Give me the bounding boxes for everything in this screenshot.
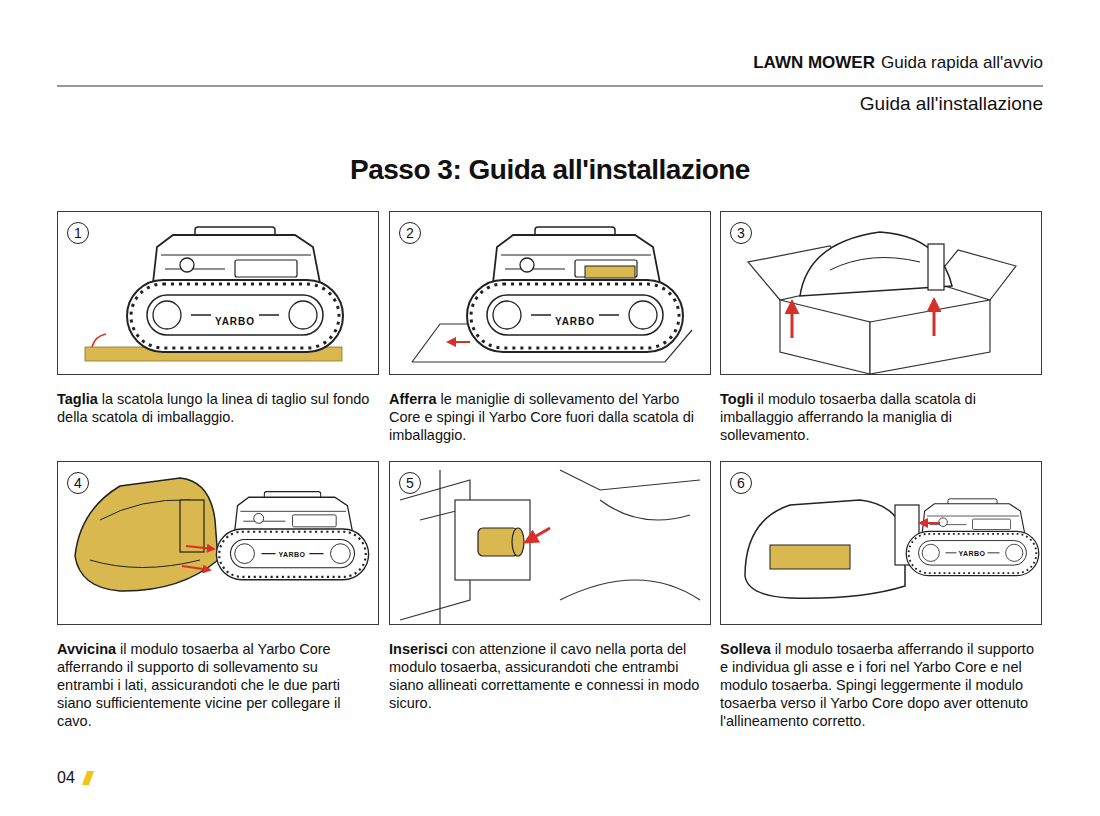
caption: Togliil modulo tosaerba dalla scatola di… <box>720 390 1038 444</box>
callout-number: 1 <box>67 222 89 244</box>
callout-number: 6 <box>730 472 752 494</box>
header-product: LAWN MOWER <box>753 53 875 72</box>
action-word: Avvicina <box>57 641 116 657</box>
callout-number: 3 <box>730 222 752 244</box>
action-word: Togli <box>720 391 754 407</box>
action-word: Inserisci <box>389 641 448 657</box>
brand-mark: YARBO <box>213 317 257 327</box>
brand-mark: YARBO <box>553 317 597 327</box>
page-title: Passo 3: Guida all'installazione <box>0 154 1100 186</box>
callout-number: 2 <box>399 222 421 244</box>
panel-frame <box>389 461 711 625</box>
caption: Inseriscicon attenzione il cavo nella po… <box>389 640 707 712</box>
brand-mark: YARBO <box>956 550 987 557</box>
step-panel: 2Afferrale maniglie di sollevamento del … <box>389 211 711 448</box>
action-word: Taglia <box>57 391 98 407</box>
action-word: Solleva <box>720 641 771 657</box>
instruction-text: la scatola lungo la linea di taglio sul … <box>57 391 369 425</box>
step-panel: 3Togliil modulo tosaerba dalla scatola d… <box>720 211 1042 448</box>
running-header: LAWN MOWER Guida rapida all'avvio <box>753 53 1043 73</box>
callout-number: 5 <box>399 472 421 494</box>
callout-number: 4 <box>67 472 89 494</box>
header-guide: Guida rapida all'avvio <box>881 53 1043 72</box>
caption: Afferrale maniglie di sollevamento del Y… <box>389 390 707 444</box>
panel-frame <box>57 211 379 375</box>
step-panel: 6Sollevail modulo tosaerba afferrando il… <box>720 461 1042 734</box>
panel-frame <box>389 211 711 375</box>
step-panel: 5Inseriscicon attenzione il cavo nella p… <box>389 461 711 716</box>
section-name: Guida all'installazione <box>860 93 1043 115</box>
panel-frame <box>720 461 1042 625</box>
caption: Avvicinail modulo tosaerba al Yarbo Core… <box>57 640 375 730</box>
brand-mark: YARBO <box>276 551 307 558</box>
step-panel: 4Avvicinail modulo tosaerba al Yarbo Cor… <box>57 461 379 734</box>
caption: Tagliala scatola lungo la linea di tagli… <box>57 390 375 426</box>
panel-frame <box>720 211 1042 375</box>
action-word: Afferra <box>389 391 437 407</box>
page-number: 04 <box>57 769 75 787</box>
caption: Sollevail modulo tosaerba afferrando il … <box>720 640 1038 730</box>
instruction-text: il modulo tosaerba dalla scatola di imba… <box>720 391 976 443</box>
panel-frame <box>57 461 379 625</box>
